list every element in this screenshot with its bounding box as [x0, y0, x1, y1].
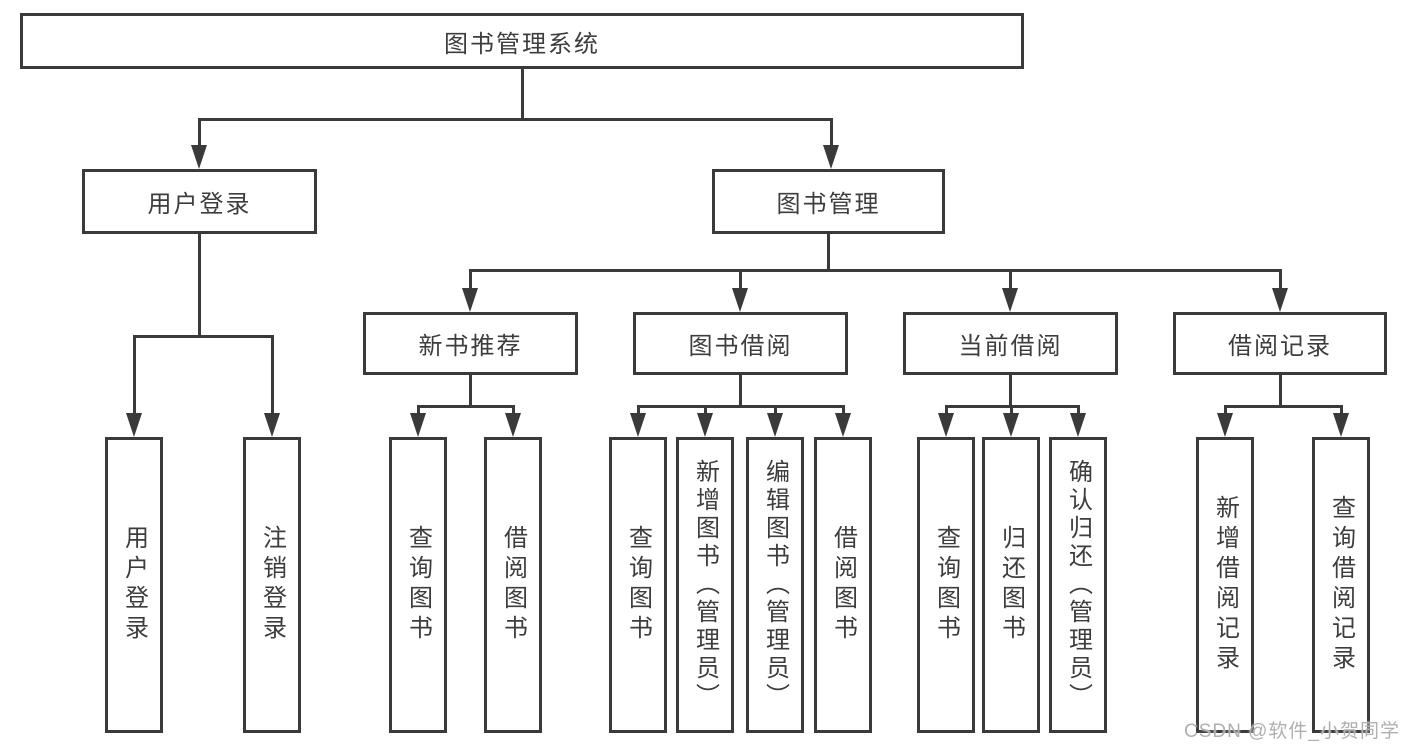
connector-line [1008, 375, 1012, 406]
arrow-down-icon [1003, 413, 1019, 437]
connector-line [197, 119, 201, 147]
arrow-down-icon [767, 413, 783, 437]
arrow-down-icon [126, 413, 142, 437]
connector-line [132, 336, 136, 415]
node-leaf-add-book-admin: 新增图书（管理员） [676, 437, 734, 733]
arrow-down-icon [823, 145, 839, 169]
connector-line [416, 404, 515, 408]
arrow-down-icon [1333, 413, 1349, 437]
node-leaf-return-books: 归还图书 [982, 437, 1040, 733]
connector-line [416, 406, 420, 415]
node-label-leaf-edit-book-admin: 编辑图书（管理员） [761, 459, 789, 711]
node-book-management: 图书管理 [712, 169, 945, 234]
node-root: 图书管理系统 [20, 13, 1024, 69]
arrow-down-icon [1272, 288, 1288, 312]
arrow-down-icon [697, 413, 713, 437]
arrow-down-icon [835, 413, 851, 437]
node-leaf-edit-book-admin: 编辑图书（管理员） [746, 437, 804, 733]
connector-line [1278, 375, 1282, 406]
node-leaf-logout: 注销登录 [243, 437, 301, 733]
connector-line [520, 69, 524, 119]
node-label-borrowing-records: 借阅记录 [1228, 333, 1332, 360]
connector-line [468, 268, 1282, 272]
node-label-user-login: 用户登录 [147, 191, 252, 218]
connector-line [703, 406, 707, 415]
node-label-leaf-query-books-3: 查询图书 [932, 525, 960, 645]
node-label-current-borrowing: 当前借阅 [958, 333, 1063, 360]
node-label-book-borrowing: 图书借阅 [688, 333, 793, 360]
connector-line [197, 117, 833, 121]
node-leaf-confirm-return-admin: 确认归还（管理员） [1049, 437, 1107, 733]
node-label-leaf-logout: 注销登录 [258, 525, 286, 645]
arrow-down-icon [505, 413, 521, 437]
node-label-book-management: 图书管理 [776, 191, 881, 218]
connector-line [636, 404, 845, 408]
node-label-root: 图书管理系统 [444, 30, 600, 58]
connector-line [1339, 406, 1343, 415]
connector-line [1278, 270, 1282, 290]
node-label-leaf-borrow-books-2: 借阅图书 [829, 525, 857, 645]
connector-line [270, 336, 274, 415]
connector-line [738, 375, 742, 406]
connector-line [829, 119, 833, 147]
csdn-watermark: CSDN @软件_小贺同学 [1184, 721, 1400, 742]
node-label-leaf-borrow-books-1: 借阅图书 [499, 525, 527, 645]
connector-line [1223, 404, 1343, 408]
connector-line [511, 406, 515, 415]
node-label-leaf-query-borrow-record: 查询借阅记录 [1327, 495, 1355, 675]
node-leaf-query-books-3: 查询图书 [917, 437, 975, 733]
node-book-borrowing: 图书借阅 [633, 312, 848, 375]
connector-line [1008, 270, 1012, 290]
connector-line [1223, 406, 1227, 415]
node-label-leaf-return-books: 归还图书 [997, 525, 1025, 645]
node-label-leaf-add-borrow-record: 新增借阅记录 [1211, 495, 1239, 675]
arrow-down-icon [1070, 413, 1086, 437]
connector-line [841, 406, 845, 415]
arrow-down-icon [630, 413, 646, 437]
node-leaf-query-borrow-record: 查询借阅记录 [1312, 437, 1370, 733]
node-label-leaf-query-books-2: 查询图书 [624, 525, 652, 645]
arrow-down-icon [462, 288, 478, 312]
node-label-new-book-recommend: 新书推荐 [418, 333, 523, 360]
arrow-down-icon [1002, 288, 1018, 312]
node-user-login: 用户登录 [82, 169, 317, 234]
connector-line [1076, 406, 1080, 415]
connector-line [944, 406, 948, 415]
node-new-book-recommend: 新书推荐 [363, 312, 578, 375]
node-leaf-query-books-1: 查询图书 [389, 437, 447, 733]
connector-line [468, 375, 472, 406]
connector-line [636, 406, 640, 415]
node-current-borrowing: 当前借阅 [903, 312, 1118, 375]
node-label-leaf-add-book-admin: 新增图书（管理员） [691, 459, 719, 711]
node-leaf-add-borrow-record: 新增借阅记录 [1196, 437, 1254, 733]
connector-line [468, 270, 472, 290]
arrow-down-icon [410, 413, 426, 437]
connector-line [197, 234, 201, 336]
connector-line [773, 406, 777, 415]
connector-line [132, 334, 274, 338]
node-label-leaf-confirm-return-admin: 确认归还（管理员） [1064, 459, 1092, 711]
arrow-down-icon [1217, 413, 1233, 437]
node-leaf-user-login: 用户登录 [105, 437, 163, 733]
node-leaf-borrow-books-2: 借阅图书 [814, 437, 872, 733]
node-leaf-borrow-books-1: 借阅图书 [484, 437, 542, 733]
arrow-down-icon [264, 413, 280, 437]
arrow-down-icon [191, 145, 207, 169]
node-label-leaf-user-login: 用户登录 [120, 525, 148, 645]
arrow-down-icon [732, 288, 748, 312]
node-leaf-query-books-2: 查询图书 [609, 437, 667, 733]
connector-line [826, 234, 830, 270]
connector-line [738, 270, 742, 290]
connector-line [1009, 406, 1013, 415]
node-borrowing-records: 借阅记录 [1173, 312, 1387, 375]
node-label-leaf-query-books-1: 查询图书 [404, 525, 432, 645]
arrow-down-icon [938, 413, 954, 437]
